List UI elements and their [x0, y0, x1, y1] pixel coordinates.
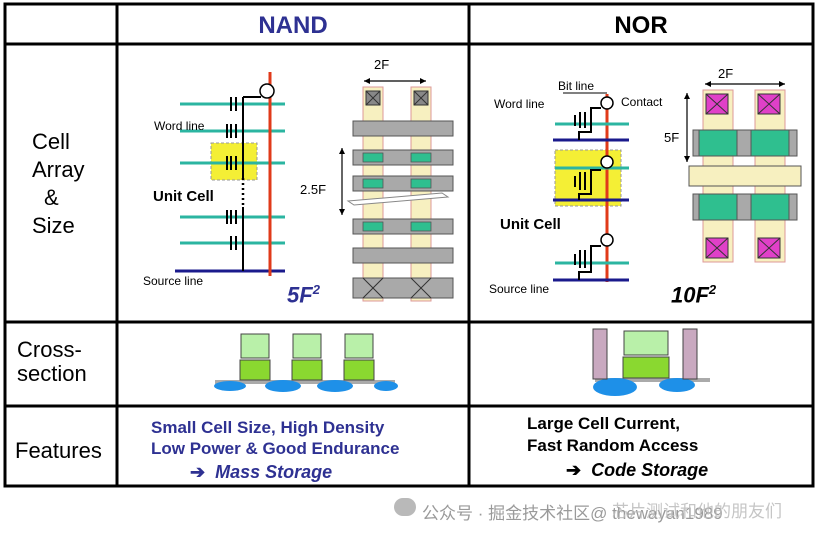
nand-feature-2: Low Power & Good Endurance: [151, 439, 400, 458]
row-label-cross-section: Cross- section: [17, 338, 87, 386]
arrow-right-icon: ➔: [190, 462, 206, 482]
row-label-line: Array: [32, 157, 85, 182]
row-label-line: &: [44, 185, 59, 210]
nand-schematic: [175, 72, 285, 276]
nor-bit-line-label: Bit line: [558, 79, 595, 93]
nand-height-label: 2.5F: [300, 182, 327, 197]
nor-contact-label: Contact: [621, 95, 663, 109]
nor-schematic: [553, 92, 629, 282]
nor-word-line-label: Word line: [494, 97, 545, 111]
row-label-line: section: [17, 361, 87, 386]
nor-cross-section: [592, 328, 710, 396]
nand-header: NAND: [258, 12, 328, 39]
nor-feature-1: Large Cell Current,: [527, 414, 681, 433]
nand-feature-1: Small Cell Size, High Density: [151, 418, 385, 437]
nor-source-line-label: Source line: [489, 282, 550, 296]
nor-feature-2: Fast Random Access: [527, 436, 699, 455]
row-label-cell-array: Cell Array & Size: [32, 128, 85, 240]
nand-cross-section: [214, 333, 398, 392]
nor-use-label: Code Storage: [591, 460, 709, 480]
nand-word-line-label: Word line: [154, 119, 205, 133]
nand-use: ➔ Mass Storage: [190, 462, 332, 483]
row-label-line: Size: [32, 213, 75, 238]
nand-area-value: 5F: [287, 282, 313, 308]
nor-header: NOR: [614, 12, 668, 39]
nor-area-exponent: 2: [708, 282, 717, 297]
arrow-right-icon: ➔: [566, 460, 582, 480]
nand-source-line-label: Source line: [143, 274, 204, 288]
nand-unit-cell-label: Unit Cell: [153, 188, 214, 205]
watermark: 公众号 · 掘金技术社区@ thewayan1989: [422, 499, 723, 524]
row-label-line: Cell: [32, 129, 70, 154]
watermark-text: 掘金技术社区@ thewayan1989: [488, 504, 723, 523]
nand-layout: [339, 78, 454, 302]
nor-layout: [684, 81, 802, 263]
nand-area-label: 5F2: [287, 282, 320, 308]
row-label-features: Features: [15, 438, 102, 463]
nor-pitch-label: 2F: [718, 66, 734, 81]
nand-use-label: Mass Storage: [215, 462, 333, 482]
wechat-icon: [394, 498, 416, 516]
nor-unit-cell-label: Unit Cell: [500, 216, 561, 233]
nor-height-label: 5F: [664, 130, 680, 145]
nor-area-value: 10F: [671, 282, 709, 308]
watermark-prefix: 公众号 ·: [422, 504, 489, 523]
nand-area-exponent: 2: [312, 282, 320, 297]
nor-area-label: 10F2: [671, 282, 716, 308]
row-label-line: Cross-: [17, 337, 82, 362]
nor-use: ➔ Code Storage: [566, 460, 708, 481]
nand-pitch-label: 2F: [374, 57, 390, 72]
watermark-overlay: 芯片测试和他的朋友们: [612, 502, 782, 521]
